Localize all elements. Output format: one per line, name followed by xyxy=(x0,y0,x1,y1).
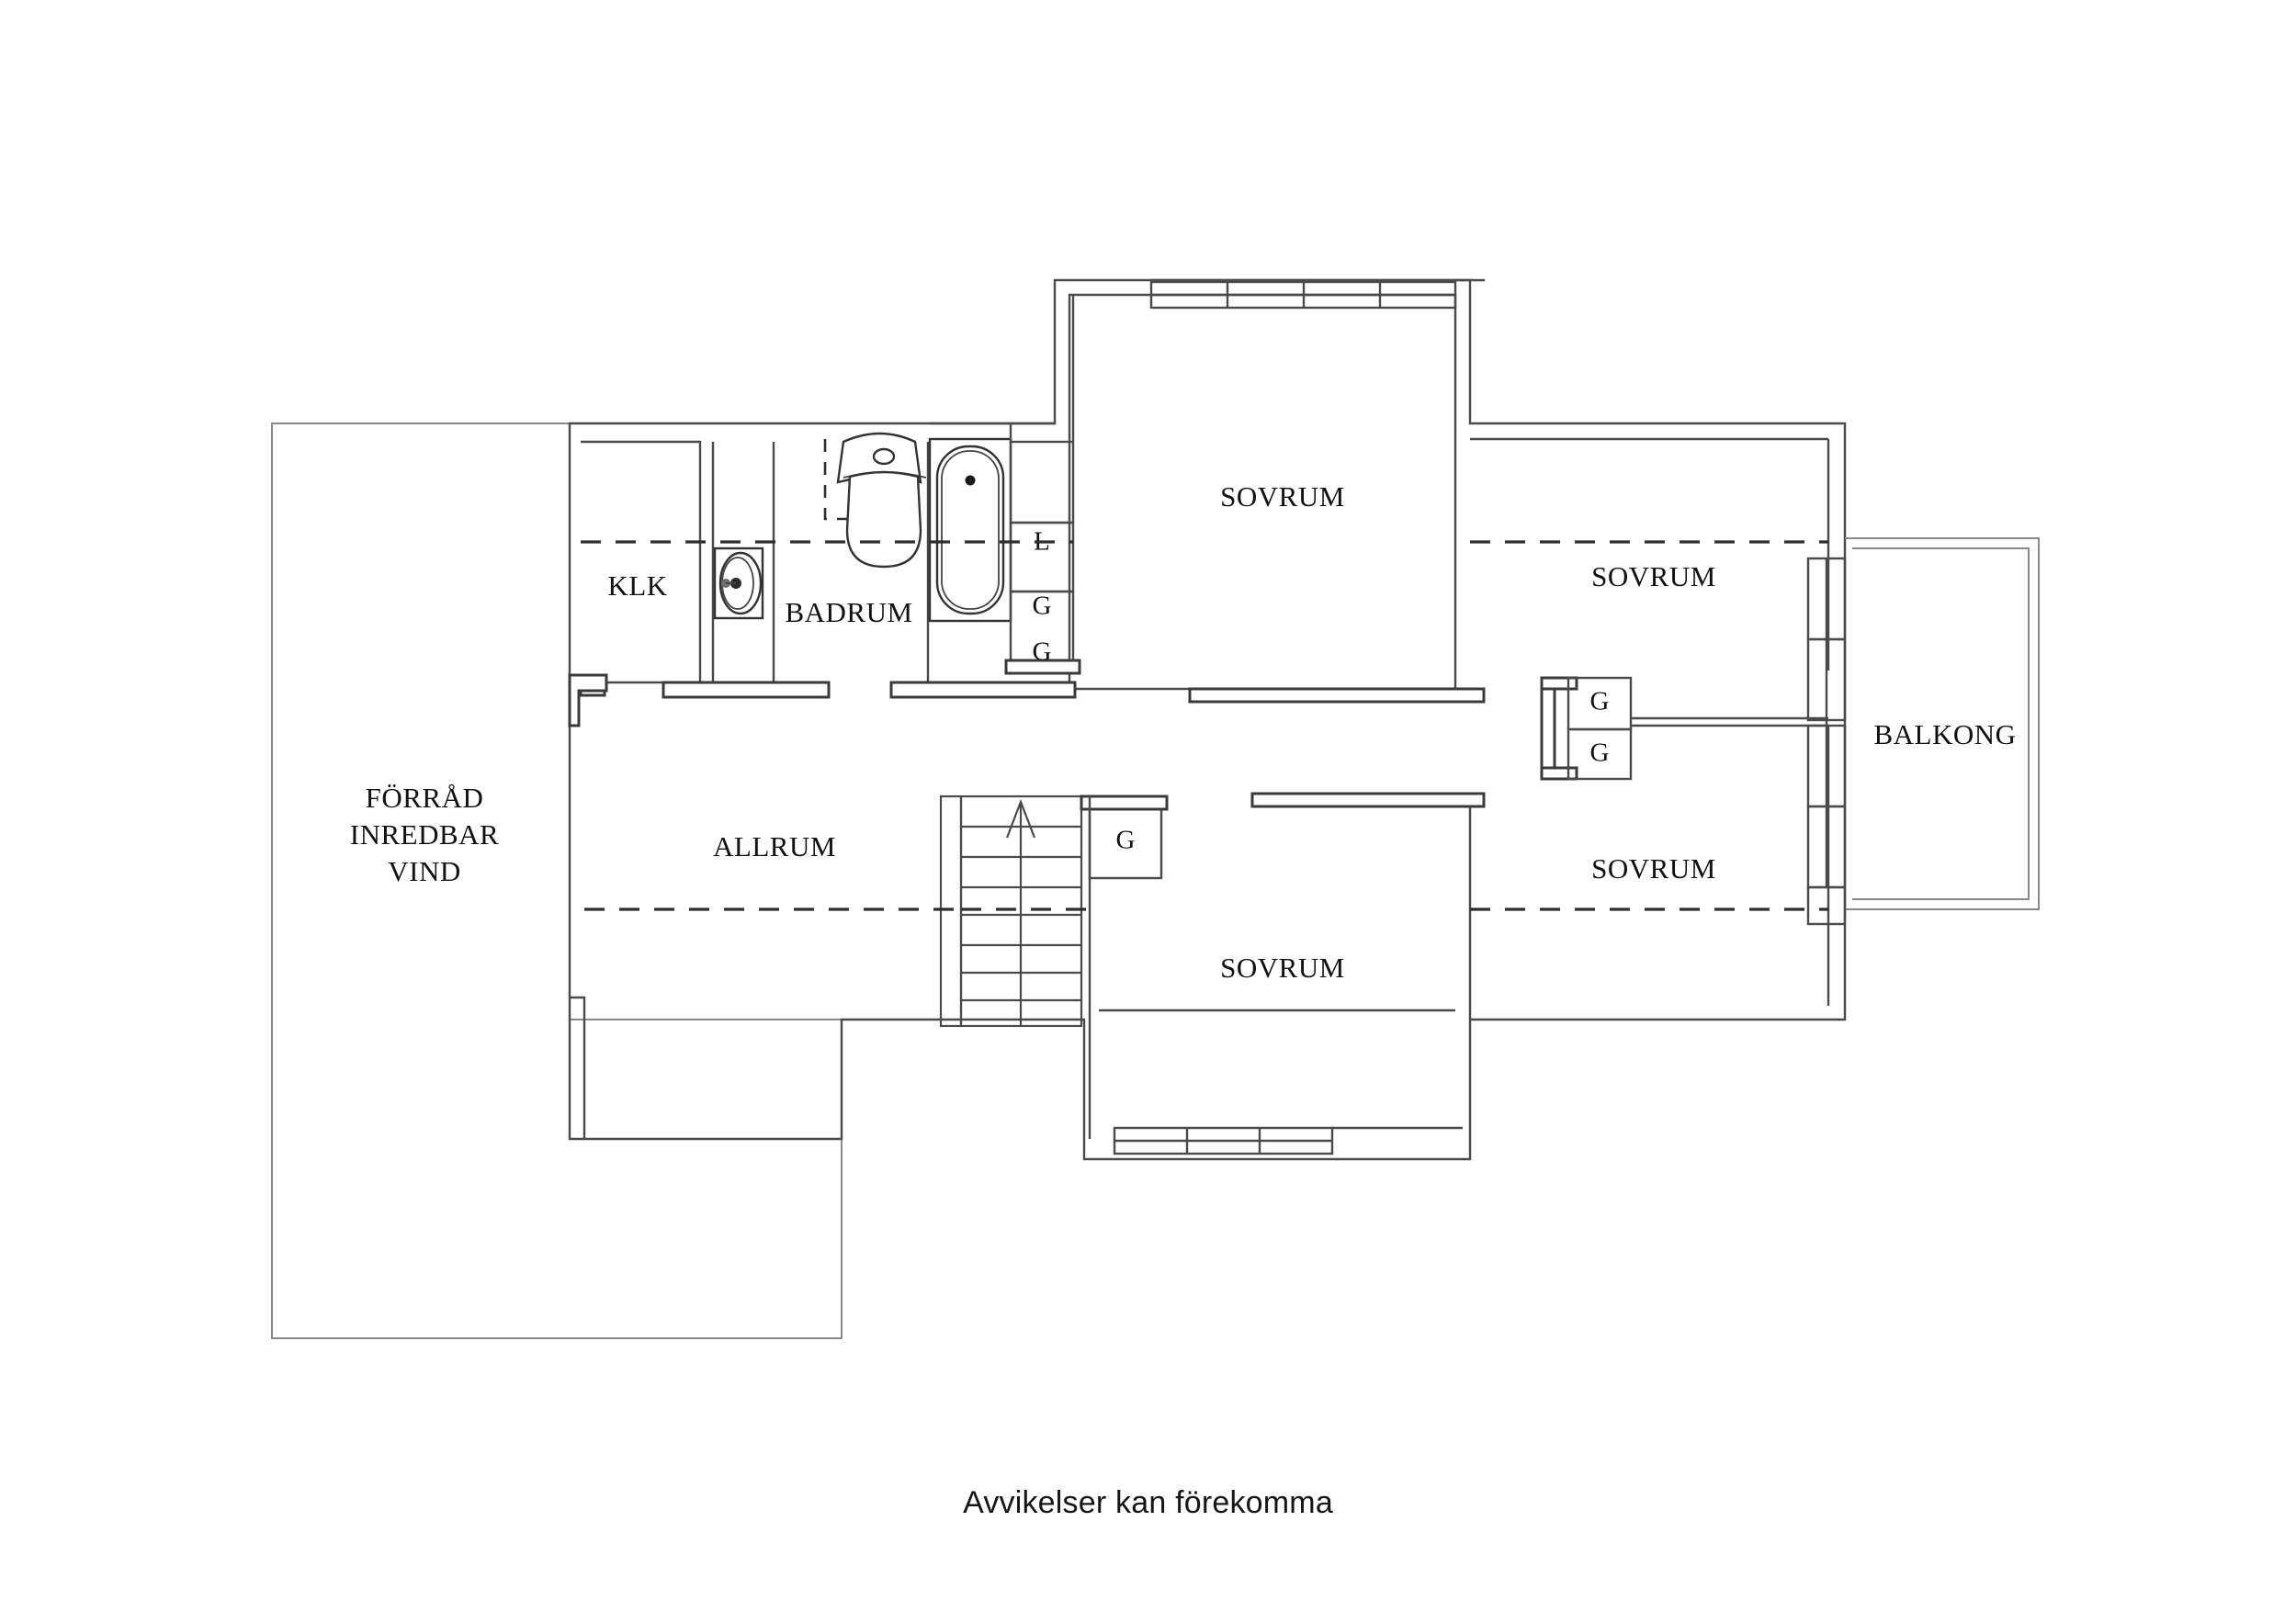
room-labels: FÖRRÅD INREDBAR VIND KLK BADRUM ALLRUM S… xyxy=(350,480,2016,984)
room-label-attic-line1: FÖRRÅD xyxy=(366,782,484,814)
bedroom-bottom-walls xyxy=(1099,792,1486,1155)
disclaimer-caption: Avvikelser kan förekomma xyxy=(963,1485,1333,1520)
room-label-balkong: BALKONG xyxy=(1873,718,2016,750)
roof-slope-dashed-lines xyxy=(581,540,1828,911)
staircase-up xyxy=(939,795,1083,1028)
closet-column-hall: L G G xyxy=(1004,440,1081,675)
closet-label-stair-side: G xyxy=(1116,826,1136,855)
room-label-bedroom-right-bottom: SOVRUM xyxy=(1591,852,1716,885)
closet-label-hall-lower: G xyxy=(1033,637,1052,667)
room-label-bedroom-right-top: SOVRUM xyxy=(1591,560,1716,592)
bedroom-right-top-walls xyxy=(1470,437,1830,671)
balcony-wall-segments xyxy=(1806,557,1847,926)
toilet-fixture xyxy=(823,432,928,569)
hall-partition xyxy=(928,295,1075,442)
room-label-badrum: BADRUM xyxy=(785,596,912,628)
closet-label-right-upper: G xyxy=(1590,687,1610,716)
bedroom-top-walls xyxy=(1068,278,1486,704)
klk-walls xyxy=(579,440,704,697)
balcony-outline xyxy=(1845,537,2040,910)
closet-pair-right-bedroom: G G xyxy=(1540,676,1633,781)
room-label-attic-line2: INREDBAR xyxy=(350,818,499,851)
room-label-bedroom-top: SOVRUM xyxy=(1220,480,1345,513)
room-label-bedroom-bottom: SOVRUM xyxy=(1220,952,1345,984)
allrum-walls xyxy=(568,673,608,1139)
sink-fixture xyxy=(713,547,764,620)
room-label-allrum: ALLRUM xyxy=(713,830,836,862)
closet-stair-side: G xyxy=(1080,795,1169,1139)
bedroom-right-bottom-walls: G G xyxy=(1540,676,1830,1006)
room-label-klk: KLK xyxy=(607,569,667,602)
badrum-walls xyxy=(662,442,1077,699)
house-outer-wall xyxy=(568,278,1847,1161)
room-label-attic-line3: VIND xyxy=(388,855,461,887)
closet-label-right-lower: G xyxy=(1590,738,1610,768)
window-band-bottom xyxy=(1113,1126,1463,1155)
closet-label-hall-upper: G xyxy=(1033,592,1052,621)
bathtub-fixture xyxy=(928,437,1012,623)
window-band-top xyxy=(1149,280,1457,310)
